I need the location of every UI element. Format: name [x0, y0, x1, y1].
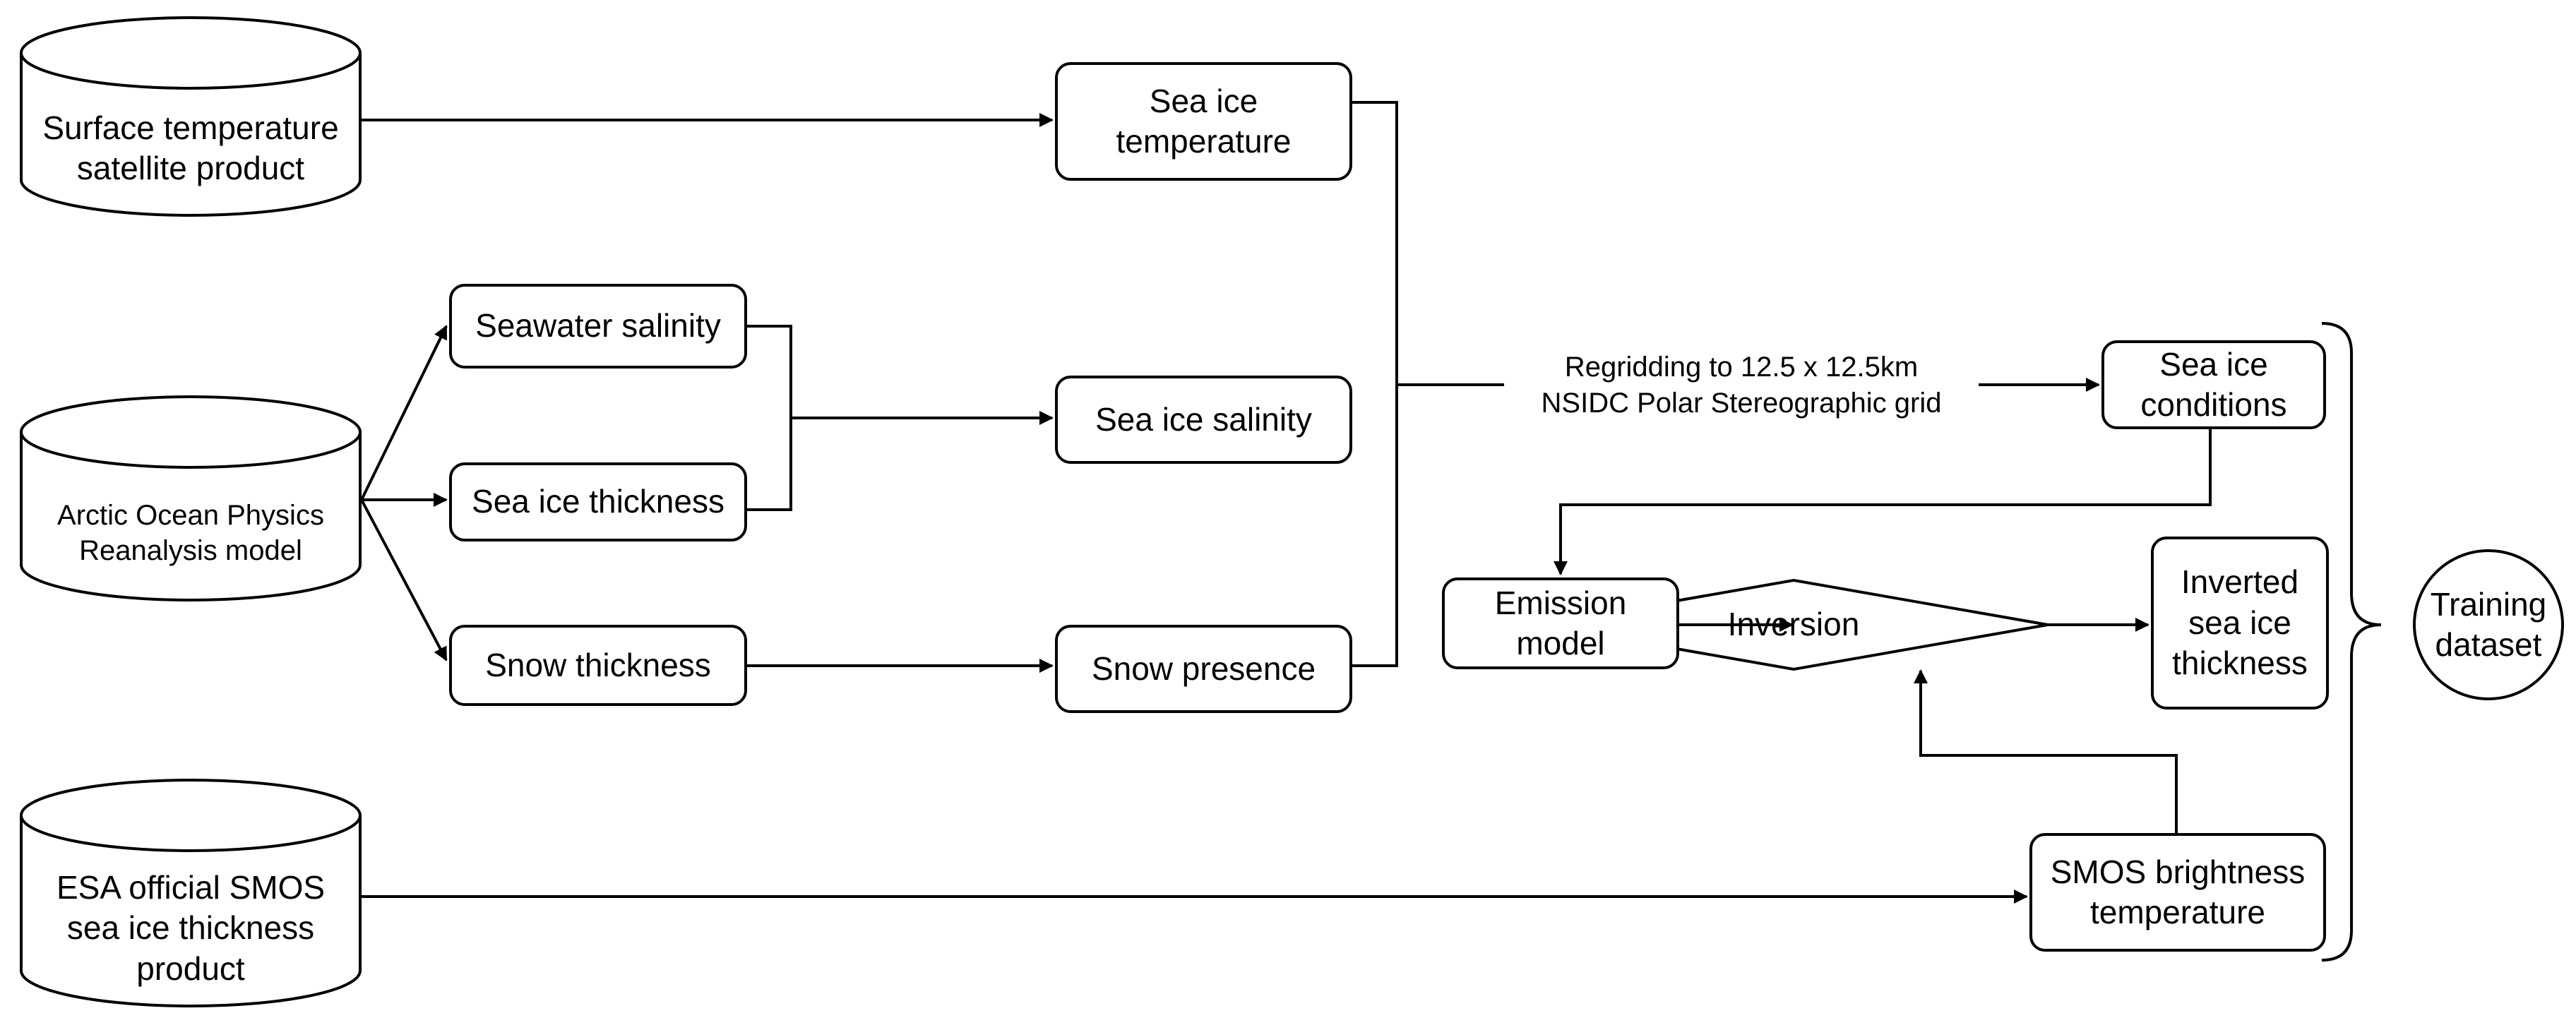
sea-ice-temperature-box: Sea ice temperature — [1055, 62, 1352, 181]
db-esa-smos-shape — [20, 779, 362, 1007]
surface-temperature-product: Surface temperature satellite product — [42, 109, 339, 187]
arctic-ocean-physics-model: Arctic Ocean Physics Reanalysis model — [57, 500, 324, 566]
esa-smos-thickness-product: ESA official SMOS sea ice thickness prod… — [56, 868, 326, 987]
edge-salinity-merge — [747, 325, 792, 511]
snow-presence-box: Snow presence — [1055, 625, 1352, 713]
seawater-salinity-box: Seawater salinity — [449, 284, 747, 369]
emission-model-box: Emission model — [1442, 577, 1679, 669]
db-arctic-model-shape — [20, 395, 362, 601]
training-brace — [2321, 322, 2382, 962]
sea-ice-thickness-box: Sea ice thickness — [449, 462, 747, 541]
db-surface-temp-shape — [20, 16, 362, 217]
snow-thickness-box: Snow thickness — [449, 625, 747, 706]
smos-brightness-temperature-box: SMOS brightness temperature — [2029, 833, 2326, 952]
edge-smos-tb-to-inversion — [1914, 669, 2178, 833]
edge-model-to-salinity — [360, 325, 448, 501]
edge-conditions-to-emission — [1554, 429, 2212, 575]
training-dataset-circle — [2413, 549, 2564, 700]
inverted-sea-ice-thickness-box: Inverted sea ice thickness — [2151, 537, 2329, 709]
edge-property-bracket — [1352, 101, 1398, 667]
training-dataset-label: Training dataset — [2430, 585, 2547, 664]
sea-ice-salinity-box: Sea ice salinity — [1055, 376, 1352, 464]
sea-ice-conditions-box: Sea ice conditions — [2101, 340, 2326, 429]
inversion-label: Inversion — [1727, 606, 1860, 643]
regridding-label: Regridding to 12.5 x 12.5km NSIDC Polar … — [1504, 349, 1979, 422]
edge-model-to-snow — [360, 499, 448, 661]
